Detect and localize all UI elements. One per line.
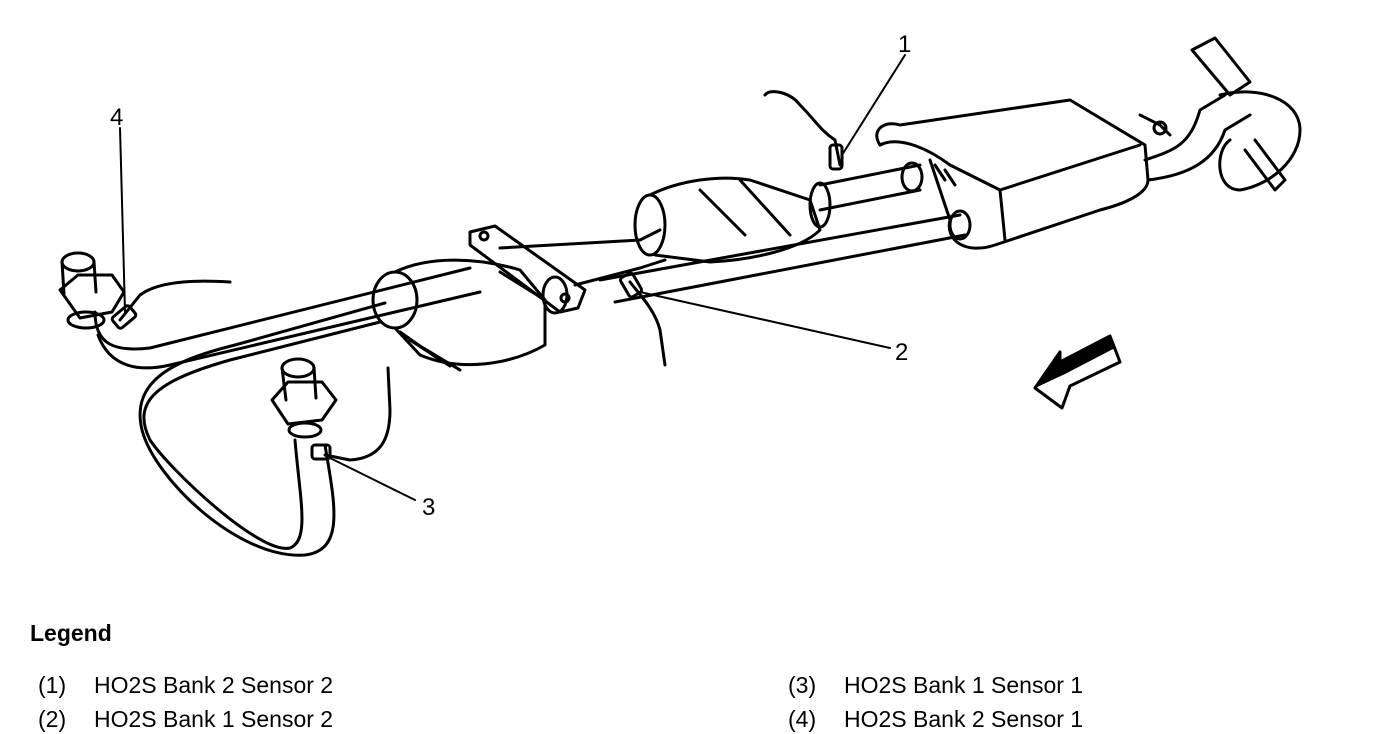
exhaust-system-diagram: 1 2 3 4	[58, 31, 1302, 557]
legend-item-number: (4)	[788, 706, 817, 732]
left-front-pipe	[93, 266, 482, 370]
legend-item-text: HO2S Bank 2 Sensor 1	[844, 706, 1084, 732]
callout-leaders	[119, 54, 906, 501]
legend-item-3: (3) HO2S Bank 1 Sensor 1	[788, 672, 1083, 699]
legend-item-1: (1) HO2S Bank 2 Sensor 2	[38, 672, 333, 699]
muffler	[875, 98, 1150, 250]
legend-item-2: (2) HO2S Bank 1 Sensor 2	[38, 706, 333, 733]
legend-item-number: (3)	[788, 672, 817, 698]
muffler-inlet-pipes	[598, 161, 972, 304]
legend-title: Legend	[30, 620, 112, 646]
sensor-3-harness	[310, 366, 392, 462]
legend-item-number: (1)	[38, 672, 67, 698]
right-exhaust-manifold-flange	[270, 357, 338, 439]
legend-item-text: HO2S Bank 2 Sensor 2	[94, 672, 334, 698]
callout-1: 1	[898, 31, 911, 58]
sensor-4-harness	[110, 279, 232, 330]
crossover-flange	[468, 224, 587, 314]
tailpipe	[1138, 36, 1302, 192]
sensor-2-harness	[619, 271, 667, 367]
legend-item-text: HO2S Bank 1 Sensor 2	[94, 706, 334, 732]
legend-item-4: (4) HO2S Bank 2 Sensor 1	[788, 706, 1083, 733]
callout-3: 3	[422, 494, 435, 521]
sensor-1-harness	[763, 90, 844, 171]
callout-2: 2	[895, 339, 908, 366]
front-direction-arrow-icon	[1033, 334, 1122, 410]
callout-4: 4	[110, 104, 123, 131]
rear-catalytic-converter	[633, 176, 832, 264]
legend-item-number: (2)	[38, 706, 67, 732]
legend-item-text: HO2S Bank 1 Sensor 1	[844, 672, 1084, 698]
intermediate-pipe	[498, 228, 667, 287]
front-catalytic-converter	[371, 258, 569, 372]
right-front-pipe	[138, 301, 387, 557]
